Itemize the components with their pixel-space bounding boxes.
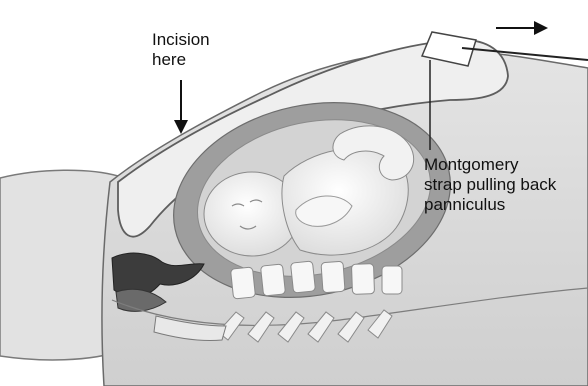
strap-label: Montgomery strap pulling back panniculus (424, 155, 556, 215)
pull-arrow-icon (496, 21, 548, 35)
incision-label: Incision here (152, 30, 210, 70)
incision-arrow-icon (174, 80, 188, 134)
